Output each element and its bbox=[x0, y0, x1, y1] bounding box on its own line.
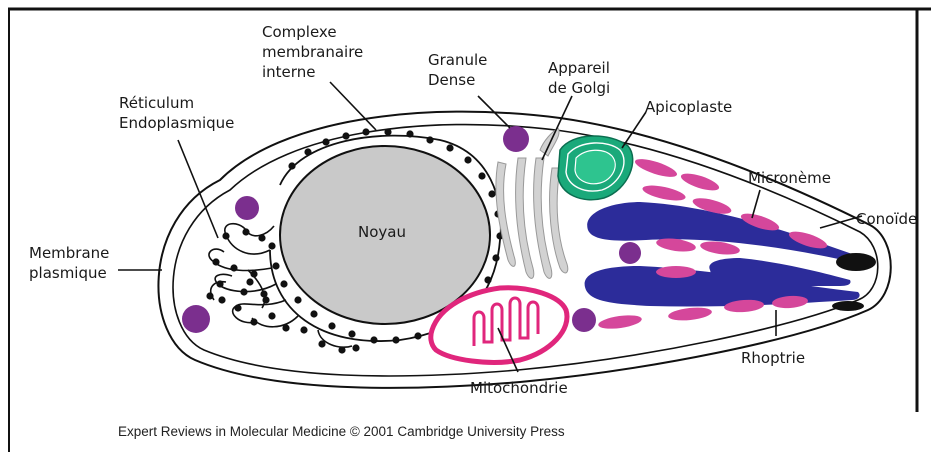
er-ribosome-dot bbox=[262, 296, 269, 303]
er-ribosome-dot bbox=[414, 332, 421, 339]
er-ribosome-dot bbox=[492, 254, 499, 261]
label-mitochondrie: Mitochondrie bbox=[470, 378, 568, 398]
er-ribosome-dot bbox=[218, 296, 225, 303]
er-ribosome-dot bbox=[206, 292, 213, 299]
conoid bbox=[836, 253, 876, 271]
dense-granule bbox=[619, 242, 641, 264]
er-ribosome-dot bbox=[484, 276, 491, 283]
er-ribosome-dot bbox=[318, 340, 325, 347]
er-ribosome-dot bbox=[268, 242, 275, 249]
er-ribosome-dot bbox=[216, 280, 223, 287]
label-reticulum: Réticulum Endoplasmique bbox=[119, 93, 234, 133]
er-ribosome-dot bbox=[310, 310, 317, 317]
label-conoide: Conoïde bbox=[856, 209, 917, 229]
label-appareil-golgi: Appareil de Golgi bbox=[548, 58, 610, 98]
conoid-base bbox=[832, 301, 864, 311]
er-ribosome-dot bbox=[392, 336, 399, 343]
er-ribosome-dot bbox=[250, 318, 257, 325]
label-noyau: Noyau bbox=[358, 222, 406, 242]
er-ribosome-dot bbox=[328, 322, 335, 329]
er-ribosome-dot bbox=[488, 190, 495, 197]
copyright-credit: Expert Reviews in Molecular Medicine © 2… bbox=[118, 424, 565, 439]
er-ribosome-dot bbox=[250, 270, 257, 277]
label-complexe-membranaire: Complexe membranaire interne bbox=[262, 22, 363, 82]
er-ribosome-dot bbox=[240, 288, 247, 295]
er-ribosome-dot bbox=[282, 324, 289, 331]
er-ribosome-dot bbox=[294, 296, 301, 303]
er-ribosome-dot bbox=[246, 278, 253, 285]
er-ribosome-dot bbox=[446, 144, 453, 151]
er-ribosome-dot bbox=[230, 264, 237, 271]
er-ribosome-dot bbox=[406, 130, 413, 137]
er-ribosome-dot bbox=[222, 232, 229, 239]
dense-granule bbox=[572, 308, 596, 332]
er-ribosome-dot bbox=[322, 138, 329, 145]
er-ribosome-dot bbox=[304, 148, 311, 155]
er-ribosome-dot bbox=[280, 280, 287, 287]
er-ribosome-dot bbox=[478, 172, 485, 179]
dense-granule bbox=[182, 305, 210, 333]
label-granule-dense: Granule Dense bbox=[428, 50, 487, 90]
er-ribosome-dot bbox=[342, 132, 349, 139]
er-ribosome-dot bbox=[348, 330, 355, 337]
label-apicoplaste: Apicoplaste bbox=[645, 97, 732, 117]
er-ribosome-dot bbox=[426, 136, 433, 143]
er-ribosome-dot bbox=[268, 312, 275, 319]
er-ribosome-dot bbox=[362, 128, 369, 135]
er-ribosome-dot bbox=[272, 262, 279, 269]
er-ribosome-dot bbox=[234, 304, 241, 311]
er-ribosome-dot bbox=[300, 326, 307, 333]
er-ribosome-dot bbox=[258, 234, 265, 241]
er-ribosome-dot bbox=[464, 156, 471, 163]
label-membrane-plasmique: Membrane plasmique bbox=[29, 243, 109, 283]
er-ribosome-dot bbox=[384, 128, 391, 135]
er-ribosome-dot bbox=[288, 162, 295, 169]
label-rhoptrie: Rhoptrie bbox=[741, 348, 805, 368]
er-ribosome-dot bbox=[242, 228, 249, 235]
er-ribosome-dot bbox=[212, 258, 219, 265]
dense-granule bbox=[503, 126, 529, 152]
label-microneme: Micronème bbox=[748, 168, 831, 188]
er-ribosome-dot bbox=[370, 336, 377, 343]
er-ribosome-dot bbox=[352, 344, 359, 351]
er-ribosome-dot bbox=[338, 346, 345, 353]
dense-granule bbox=[235, 196, 259, 220]
